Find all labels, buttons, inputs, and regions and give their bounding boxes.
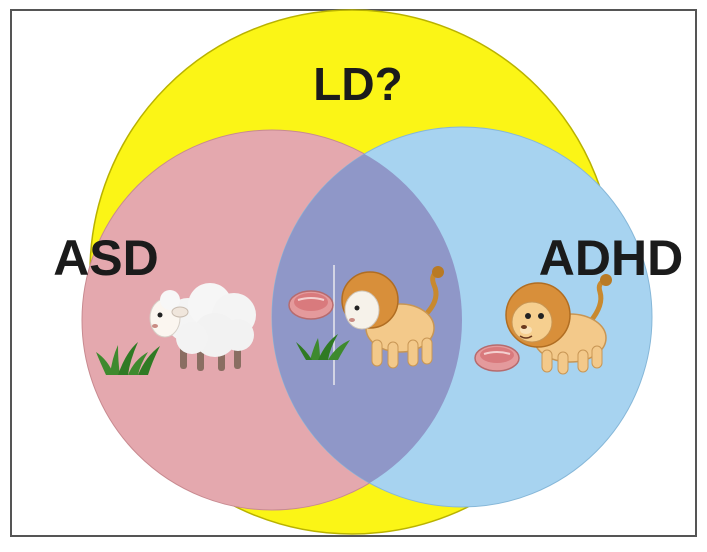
label-asd: ASD [53, 230, 159, 286]
meat-icon [475, 345, 519, 371]
meat-icon [289, 291, 333, 319]
label-ld: LD? [313, 58, 402, 110]
